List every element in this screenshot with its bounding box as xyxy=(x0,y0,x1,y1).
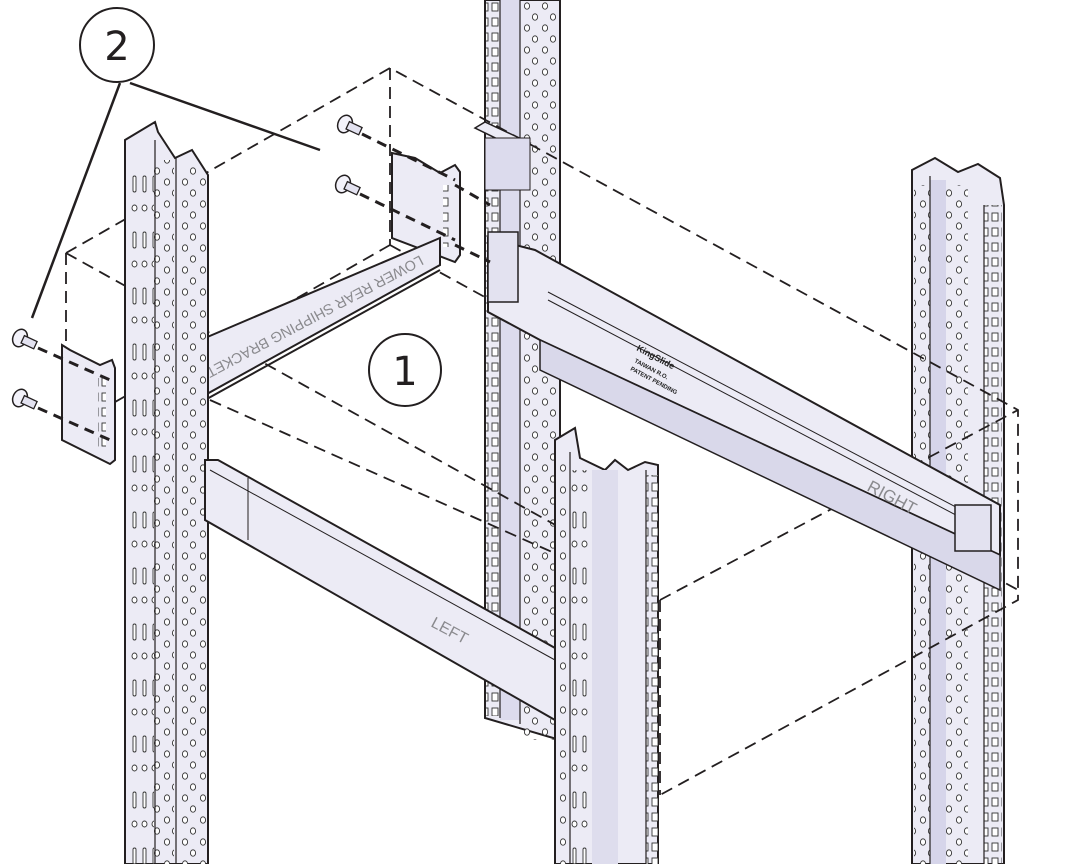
front-left-rack-post xyxy=(124,120,209,864)
left-slide-rail: LEFT xyxy=(204,459,556,722)
callout-2-label: 2 xyxy=(104,24,129,70)
screw-icon xyxy=(336,114,363,136)
screw-icon xyxy=(11,388,38,410)
callout-2: 2 xyxy=(30,7,321,319)
callout-1-label: 1 xyxy=(392,349,417,395)
front-right-rack-post xyxy=(554,426,659,864)
screw-icon xyxy=(11,328,38,350)
screws xyxy=(11,114,491,442)
callout-1: 1 xyxy=(368,333,442,407)
right-slide-rail: KingSlide TAIWAN R.O. PATENT PENDING RIG… xyxy=(487,231,1001,592)
screw-icon xyxy=(334,174,361,196)
